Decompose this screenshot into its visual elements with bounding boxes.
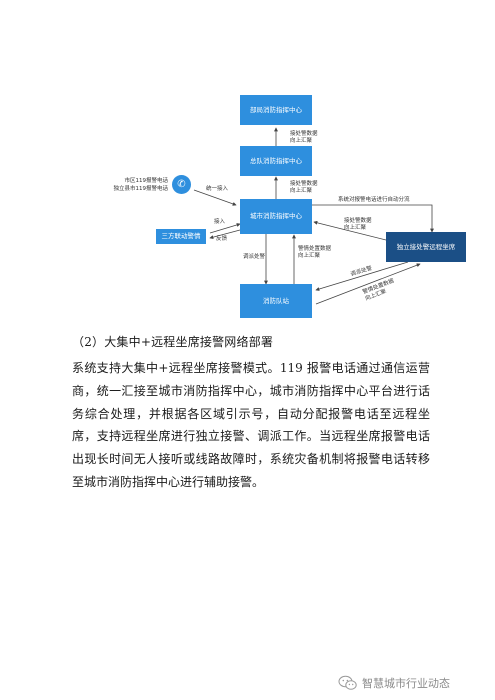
footer-text: 智慧城市行业动态 xyxy=(362,677,450,690)
caller-label-line2: 独立县市119报警电话 xyxy=(113,186,169,192)
status-report-line2: 向上汇聚 xyxy=(298,253,321,260)
fire-station-node: 消防队站 xyxy=(240,284,312,318)
caller-label-line1: 市区119报警电话 xyxy=(124,178,169,184)
city-center-node: 城市消防指挥中心 xyxy=(240,199,312,234)
report-up-1-line1: 接处警数据 xyxy=(290,131,318,137)
report-up-2-line1: 接处警数据 xyxy=(290,181,318,187)
diagram-connectors xyxy=(193,127,434,305)
section-heading: （2）大集中+远程坐席接警网络部署 xyxy=(72,335,274,349)
status-report-line1: 警情处置数据 xyxy=(298,246,332,252)
auto-route-label: 系统对报警电话进行自动分流 xyxy=(338,197,410,203)
report-up-1-line2: 向上汇聚 xyxy=(290,138,313,145)
province-center-node: 部局消防指挥中心 xyxy=(240,95,312,125)
footer-watermark: 智慧城市行业动态 xyxy=(338,675,450,691)
unified-access-label: 统一接入 xyxy=(206,186,229,192)
access-label: 接入 xyxy=(214,219,226,225)
third-party-node: 三方联动警情 xyxy=(156,229,206,244)
phone-icon: ✆ xyxy=(172,175,191,194)
remote-report-line1: 接处警数据 xyxy=(344,218,372,224)
report-up-label-1: 接处警数据 向上汇聚 xyxy=(290,131,318,146)
caller-label: 市区119报警电话 xyxy=(108,178,169,185)
body-paragraph: 系统支持大集中+远程坐席接警模式。119 报警电话通过通信运营商，统一汇接至城市… xyxy=(72,357,430,494)
report-up-2-line2: 向上汇聚 xyxy=(290,188,313,195)
feedback-label: 反馈 xyxy=(216,236,228,242)
wechat-icon xyxy=(338,675,357,690)
status-report-label: 警情处置数据 向上汇聚 xyxy=(298,246,331,261)
dispatch-left-label: 调派处警 xyxy=(243,254,266,260)
remote-report-label: 接处警数据 向上汇聚 xyxy=(344,218,372,233)
corps-center-node: 总队消防指挥中心 xyxy=(240,146,312,176)
remote-seat-node: 独立接处警远程坐席 xyxy=(386,232,466,262)
caller-label-2: 独立县市119报警电话 xyxy=(110,186,169,193)
remote-report-line2: 向上汇聚 xyxy=(344,225,367,232)
network-diagram: 部局消防指挥中心 总队消防指挥中心 城市消防指挥中心 三方联动警情 独立接处警远… xyxy=(0,0,495,330)
report-up-label-2: 接处警数据 向上汇聚 xyxy=(290,181,318,196)
body-text: 系统支持大集中+远程坐席接警模式。119 报警电话通过通信运营商，统一汇接至城市… xyxy=(72,361,430,489)
